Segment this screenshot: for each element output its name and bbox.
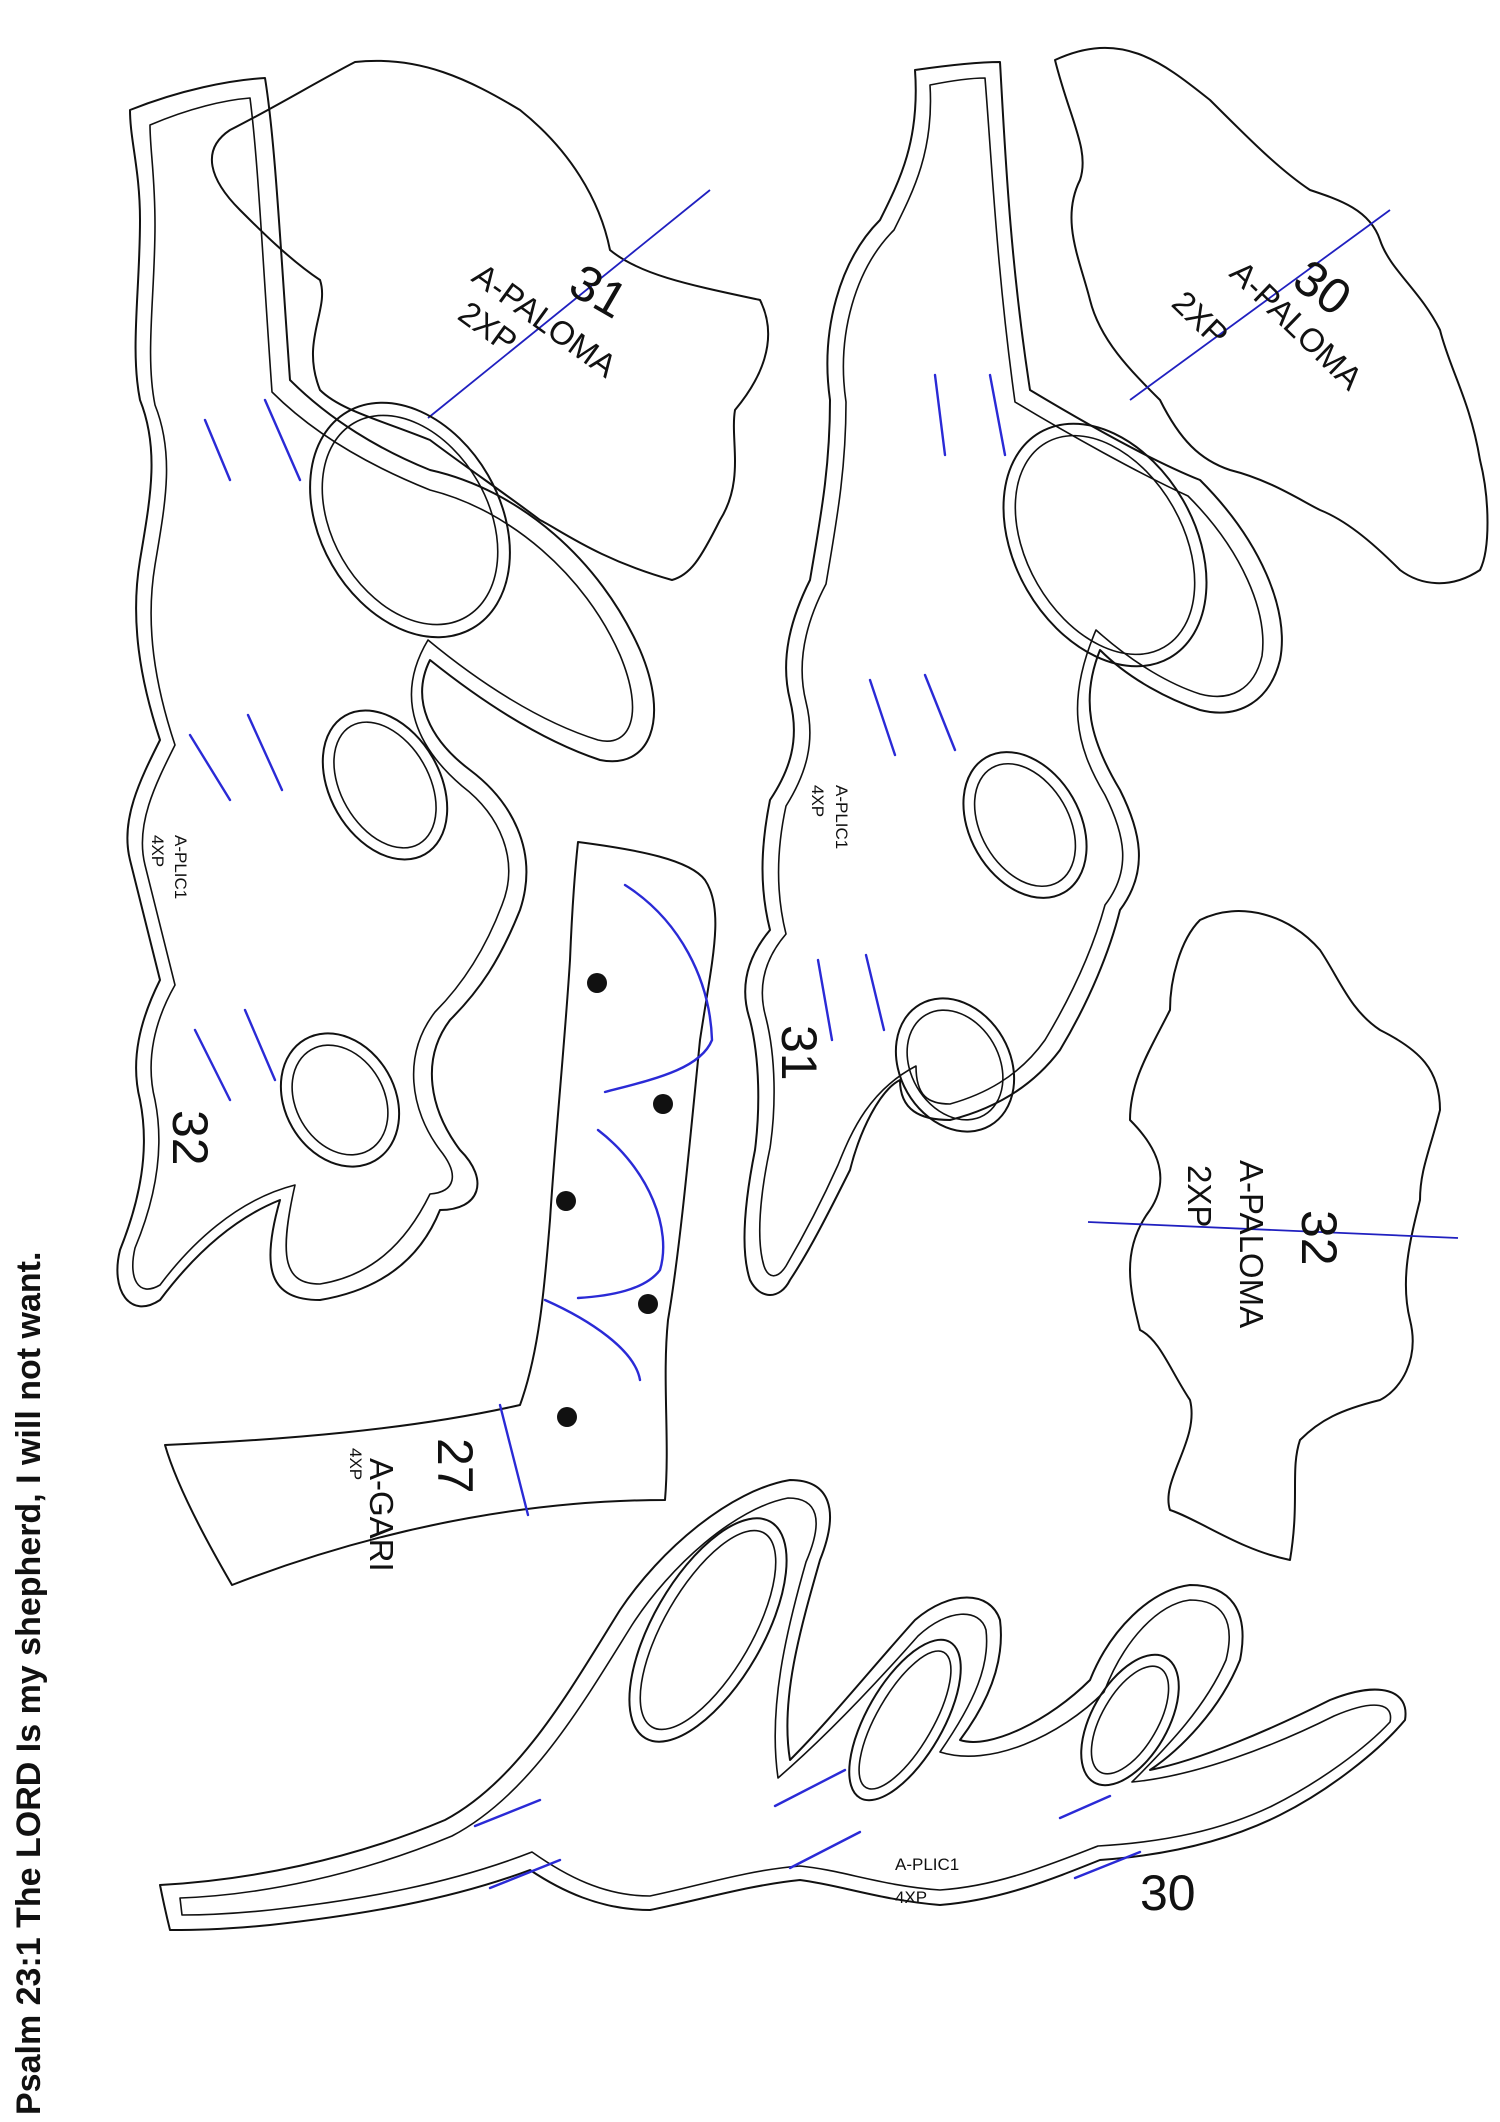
piece-30-plic-number: 30	[1140, 1865, 1196, 1921]
piece-32-plic-number: 32	[162, 1110, 218, 1166]
piece-31-paloma: 31 A-PALOMA 2XP	[211, 59, 770, 581]
piece-31-plic: 31 A-PLIC1 4XP	[743, 61, 1283, 1296]
piece-31-plic-number: 31	[771, 1025, 827, 1081]
piece-30-plic-name: A-PLIC1	[895, 1855, 959, 1874]
marker-dot	[556, 1191, 576, 1211]
piece-32-paloma-qty: 2XP	[1181, 1165, 1218, 1227]
piece-27-gari-qty: 4XP	[346, 1448, 365, 1480]
piece-27-gari-number: 27	[427, 1438, 483, 1494]
piece-32-plic-name: A-PLIC1	[171, 835, 190, 899]
piece-32-paloma-name: A-PALOMA	[1233, 1160, 1270, 1328]
piece-30-plic-qty: 4XP	[895, 1888, 927, 1907]
piece-32-paloma-number: 32	[1291, 1210, 1347, 1266]
scripture-quote: Psalm 23:1 The LORD Is my shepherd, I wi…	[10, 1252, 48, 2115]
marker-dot	[557, 1407, 577, 1427]
piece-30-paloma: 30 A-PALOMA 2XP	[1054, 46, 1489, 585]
piece-27-gari-name: A-GARI	[363, 1458, 400, 1572]
piece-31-plic-qty: 4XP	[808, 785, 827, 817]
marker-dot	[653, 1094, 673, 1114]
piece-32-plic: 32 A-PLIC1 4XP	[116, 77, 655, 1308]
piece-30-paloma-qty: 2XP	[1165, 283, 1236, 353]
marker-dot	[638, 1294, 658, 1314]
piece-31-plic-name: A-PLIC1	[832, 785, 851, 849]
piece-27-gari: 27 A-GARI 4XP	[164, 841, 717, 1586]
piece-32-plic-qty: 4XP	[148, 835, 167, 867]
piece-30-plic: 30 A-PLIC1 4XP	[159, 1479, 1407, 1931]
piece-32-paloma: 32 A-PALOMA 2XP	[1087, 910, 1459, 1561]
marker-dot	[587, 973, 607, 993]
